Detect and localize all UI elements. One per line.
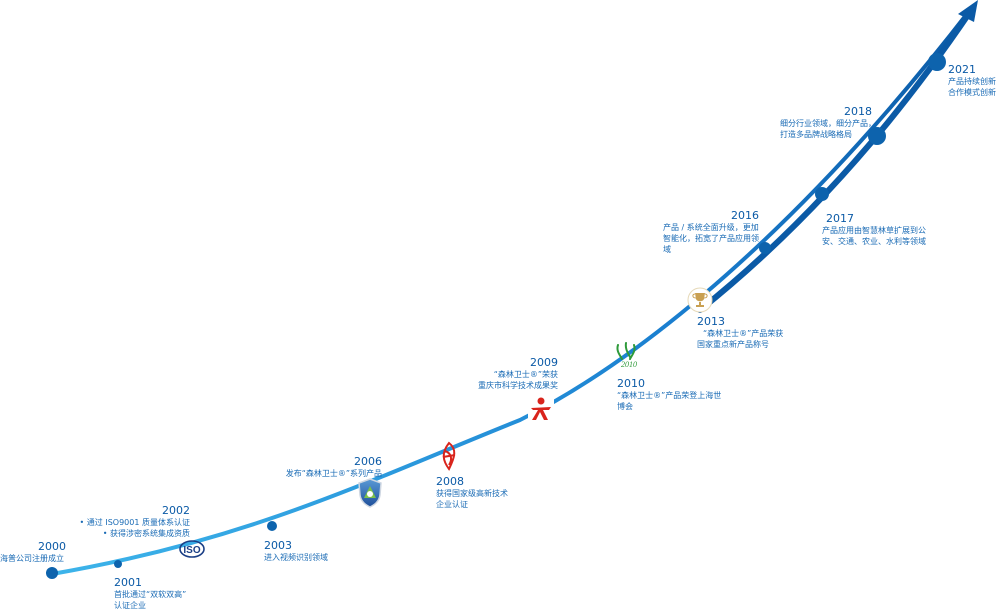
year-label: 2016 — [731, 209, 759, 222]
description-line: 首批通过“双软双高” — [114, 590, 187, 599]
description-line: 产品应用由智慧林草扩展到公 — [822, 226, 926, 235]
trophy-icon — [687, 287, 713, 313]
milestone-description: 细分行业领域，细分产品， 打造多品牌战略格局 — [780, 118, 876, 140]
expo-2010-logo-icon: 2010 — [612, 341, 642, 369]
description-line: 打造多品牌战略格局 — [780, 130, 852, 139]
milestone-2017: 2017 产品应用由智慧林草扩展到公 安、交通、农业、水利等领域 — [822, 212, 926, 247]
description-line: 企业认证 — [436, 500, 468, 509]
description-line: 域 — [663, 245, 671, 254]
milestone-description: 产品持续创新 合作模式创新 — [948, 76, 1000, 98]
expo-logo-text: 2010 — [621, 360, 637, 369]
milestone-description: 发布“森林卫士®”系列产品 — [260, 468, 382, 479]
year-label: 2001 — [114, 576, 142, 589]
award-emblem-icon — [528, 396, 554, 422]
year-label: 2008 — [436, 475, 464, 488]
year-label: 2009 — [530, 356, 558, 369]
milestone-description: 获得国家级高新技术 企业认证 — [436, 488, 508, 510]
description-line: 发布“森林卫士®”系列产品 — [285, 469, 382, 478]
milestone-description: 海普公司注册成立 — [0, 553, 66, 564]
description-line: • 获得涉密系统集成资质 — [102, 529, 190, 538]
description-line: 进入视频识别领域 — [264, 553, 328, 562]
description-line: “森林卫士®”荣获 — [493, 370, 558, 379]
milestone-description: 进入视频识别领域 — [264, 552, 328, 563]
milestone-description: 首批通过“双软双高” 认证企业 — [114, 589, 186, 611]
milestone-description: “森林卫士®”产品荣登上海世 博会 — [617, 390, 721, 412]
description-line: 国家重点新产品称号 — [697, 340, 769, 349]
milestone-2001: 2001 首批通过“双软双高” 认证企业 — [114, 576, 186, 611]
milestone-2016: 2016 产品 / 系统全面升级，更加 智能化，拓宽了产品应用领 域 — [663, 209, 759, 255]
milestone-2006: 2006 发布“森林卫士®”系列产品 — [260, 455, 382, 479]
year-label: 2003 — [264, 539, 292, 552]
timeline-curve-thick — [697, 9, 973, 313]
iso-badge-text: ISO — [183, 545, 200, 556]
description-line: 产品 / 系统全面升级，更加 — [663, 223, 759, 232]
milestone-2000: 2000 海普公司注册成立 — [0, 540, 66, 564]
description-line: 智能化，拓宽了产品应用领 — [663, 234, 759, 243]
milestone-description: 产品应用由智慧林草扩展到公 安、交通、农业、水利等领域 — [822, 225, 926, 247]
arrow-head-icon — [958, 0, 978, 22]
year-label: 2017 — [826, 212, 854, 225]
dot-2001 — [114, 560, 122, 568]
dot-2017 — [815, 187, 829, 201]
year-label: 2013 — [697, 315, 725, 328]
description-line: 获得国家级高新技术 — [436, 489, 508, 498]
milestone-2013: 2013 “森林卫士®”产品荣获 国家重点新产品称号 — [697, 315, 783, 350]
description-line: “森林卫士®”产品荣获 — [703, 329, 784, 338]
milestone-2021: 2021 产品持续创新 合作模式创新 — [948, 63, 1000, 98]
description-line: 细分行业领域，细分产品， — [780, 119, 876, 128]
dot-2021 — [928, 53, 946, 71]
description-line: • 通过 ISO9001 质量体系认证 — [79, 518, 190, 527]
milestone-2009: 2009 “森林卫士®”荣获 重庆市科学技术成果奖 — [460, 356, 558, 391]
shield-product-icon — [357, 478, 383, 508]
milestone-description: “森林卫士®”产品荣获 国家重点新产品称号 — [697, 328, 783, 350]
milestone-description: • 通过 ISO9001 质量体系认证 • 获得涉密系统集成资质 — [70, 517, 190, 539]
description-line: 博会 — [617, 402, 633, 411]
description-line: 重庆市科学技术成果奖 — [478, 381, 558, 390]
dot-2000 — [46, 567, 58, 579]
description-line: 安、交通、农业、水利等领域 — [822, 237, 926, 246]
milestone-2018: 2018 细分行业领域，细分产品， 打造多品牌战略格局 — [780, 105, 876, 140]
description-line: 认证企业 — [114, 601, 146, 610]
description-line: 合作模式创新 — [948, 88, 996, 97]
year-label: 2000 — [38, 540, 66, 553]
milestone-2002: 2002 • 通过 ISO9001 质量体系认证 • 获得涉密系统集成资质 — [70, 504, 190, 539]
iso-badge-icon: ISO — [178, 539, 206, 559]
dot-2018 — [868, 127, 886, 145]
milestone-2003: 2003 进入视频识别领域 — [264, 539, 328, 563]
timeline-curve — [50, 8, 972, 576]
year-label: 2010 — [617, 377, 645, 390]
year-label: 2018 — [844, 105, 872, 118]
dot-2016 — [759, 242, 771, 254]
year-label: 2021 — [948, 63, 976, 76]
milestone-2010: 2010 “森林卫士®”产品荣登上海世 博会 — [617, 377, 721, 412]
year-label: 2006 — [354, 455, 382, 468]
description-line: 海普公司注册成立 — [0, 554, 64, 563]
milestone-description: “森林卫士®”荣获 重庆市科学技术成果奖 — [460, 369, 558, 391]
description-line: 产品持续创新 — [948, 77, 996, 86]
dot-2003 — [267, 521, 277, 531]
description-line: “森林卫士®”产品荣登上海世 — [617, 391, 722, 400]
torch-flame-icon — [437, 441, 461, 471]
milestone-2008: 2008 获得国家级高新技术 企业认证 — [436, 475, 508, 510]
milestone-description: 产品 / 系统全面升级，更加 智能化，拓宽了产品应用领 域 — [663, 222, 759, 255]
year-label: 2002 — [162, 504, 190, 517]
